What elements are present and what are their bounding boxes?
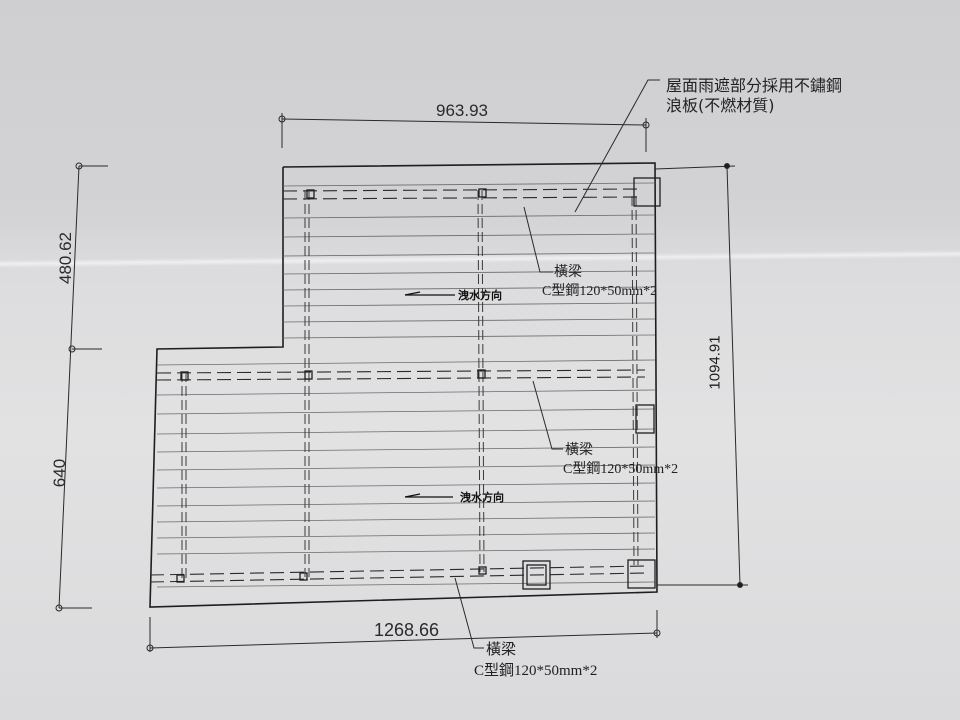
flow-direction-lower-label: 洩水方向: [460, 491, 504, 504]
beam-bottom-spec: C型鋼120*50mm*2: [474, 663, 598, 679]
flow-arrow-lower: [404, 493, 453, 498]
flow-arrow-upper: [404, 291, 455, 296]
beam-middle-spec: C型鋼120*50mm*2: [563, 462, 679, 477]
beam-bottom-note: 橫梁 C型鋼120*50mm*2: [474, 638, 597, 682]
leader-lines: [454, 79, 660, 649]
beam-upper-label: 橫梁: [554, 264, 582, 280]
dimension-right-height: 1094.91: [706, 335, 724, 390]
column-markers: [176, 177, 661, 590]
beam-middle: [156, 369, 646, 381]
beam-bottom: [149, 565, 646, 583]
corrugated-sheet-lines: [156, 182, 656, 588]
beam-middle-note: 橫梁 C型鋼120*50mm*2: [563, 440, 679, 480]
beam-bottom-label: 橫梁: [486, 640, 517, 658]
beam-upper-note: 橫梁 C型鋼120*50mm*2: [542, 262, 657, 302]
dimension-left-upper-height: 480.62: [56, 232, 75, 284]
dimension-lines: [55, 113, 748, 652]
roof-note: 屋面雨遮部分採用不鏽鋼 浪板(不燃材質): [666, 76, 842, 116]
dimension-left-lower-height: 640: [50, 458, 70, 488]
beam-middle-label: 橫梁: [565, 442, 593, 458]
dimension-top-width: 963.93: [436, 101, 488, 120]
roof-outline: [149, 162, 658, 608]
vertical-purlins: [181, 189, 639, 578]
roof-note-line2: 浪板(不燃材質): [666, 96, 775, 115]
roof-note-line1: 屋面雨遮部分採用不鏽鋼: [666, 76, 843, 95]
flow-direction-upper-label: 洩水方向: [458, 289, 502, 302]
beam-upper-spec: C型鋼120*50mm*2: [542, 284, 658, 299]
dimension-bottom-width: 1268.66: [374, 620, 440, 640]
